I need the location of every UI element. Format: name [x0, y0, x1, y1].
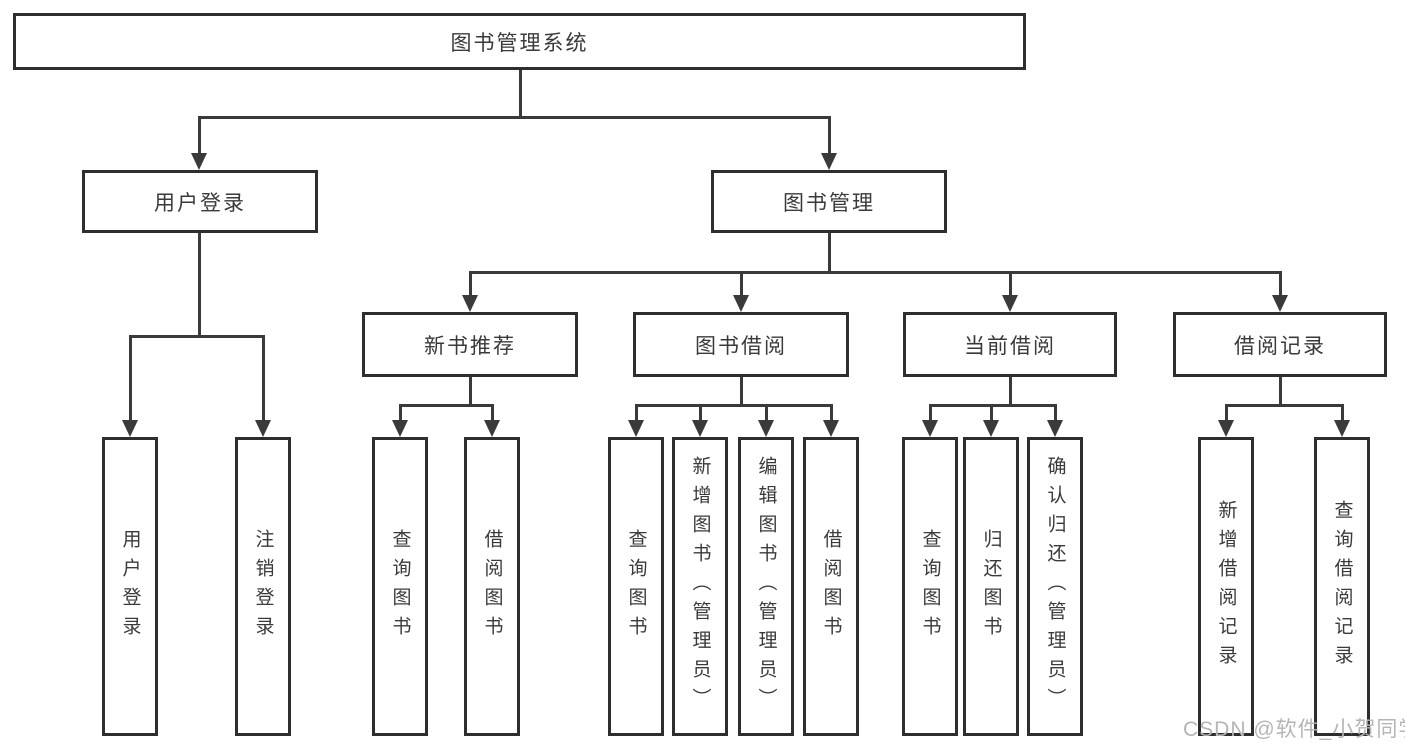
connector-user-login-branch	[129, 335, 265, 338]
connector-to-leaf-query-book-1	[399, 404, 402, 421]
connector-to-leaf-borrow-book-2	[830, 404, 833, 421]
connector-to-leaf-add-book	[699, 404, 702, 421]
connector-new-book-rec-branch	[399, 404, 494, 407]
node-label: 归还图书	[980, 528, 1002, 645]
arrowhead-leaf-borrow-book-1	[484, 420, 500, 437]
node-current-borrow: 当前借阅	[903, 312, 1117, 377]
arrowhead-leaf-query-book-3	[922, 420, 938, 437]
connector-to-leaf-query-record	[1341, 404, 1344, 421]
connector-root-branch	[198, 116, 831, 119]
connector-book-borrow-branch	[635, 404, 833, 407]
node-label: 查询图书	[625, 528, 647, 645]
node-label: 借阅图书	[820, 528, 842, 645]
node-label: 图书管理系统	[450, 31, 589, 55]
arrowhead-book-borrow	[733, 295, 749, 312]
node-label: 注销登录	[252, 528, 274, 645]
connector-borrow-records-stem	[1279, 377, 1282, 407]
connector-to-leaf-confirm-return	[1054, 404, 1057, 421]
connector-current-borrow-branch	[929, 404, 1057, 407]
connector-to-leaf-query-book-2	[635, 404, 638, 421]
connector-to-leaf-logout	[262, 335, 265, 420]
node-label: 查询图书	[389, 528, 411, 645]
node-label: 图书管理	[783, 191, 875, 215]
arrowhead-leaf-borrow-book-2	[823, 420, 839, 437]
arrowhead-leaf-logout	[255, 420, 271, 437]
arrowhead-leaf-edit-book	[758, 420, 774, 437]
connector-book-management-stem	[828, 233, 831, 274]
leaf-query-book-under-current: 查询图书	[902, 437, 958, 736]
arrowhead-current-borrow	[1002, 295, 1018, 312]
leaf-edit-book-admin: 编辑图书（管理员）	[738, 437, 794, 736]
leaf-add-borrow-record: 新增借阅记录	[1198, 437, 1254, 736]
node-label: 当前借阅	[964, 334, 1056, 358]
node-book-borrow: 图书借阅	[633, 312, 849, 377]
connector-user-login-stem	[198, 233, 201, 337]
leaf-borrow-book-under-borrow: 借阅图书	[803, 437, 859, 736]
node-label: 用户登录	[119, 528, 141, 645]
arrowhead-leaf-return-book	[983, 420, 999, 437]
node-label: 确认归还（管理员）	[1044, 456, 1066, 717]
connector-new-book-rec-stem	[469, 377, 472, 407]
leaf-query-book-under-recommend: 查询图书	[372, 437, 428, 736]
connector-to-leaf-edit-book	[765, 404, 768, 421]
connector-to-book-borrow	[740, 271, 743, 296]
arrowhead-leaf-query-record	[1334, 420, 1350, 437]
node-label: 新书推荐	[424, 334, 516, 358]
connector-book-borrow-stem	[740, 377, 743, 407]
node-label: 新增图书（管理员）	[689, 456, 711, 717]
connector-to-current-borrow	[1009, 271, 1012, 296]
connector-to-leaf-user-login	[129, 335, 132, 420]
connector-root-stem	[519, 70, 522, 117]
node-borrow-records: 借阅记录	[1173, 312, 1387, 377]
leaf-borrow-book-under-recommend: 借阅图书	[464, 437, 520, 736]
leaf-query-borrow-record: 查询借阅记录	[1314, 437, 1370, 736]
node-label: 借阅记录	[1234, 334, 1326, 358]
node-label: 新增借阅记录	[1215, 499, 1237, 674]
arrowhead-leaf-query-book-1	[392, 420, 408, 437]
connector-to-new-book-rec	[469, 271, 472, 296]
connector-to-book-management	[828, 116, 831, 154]
connector-to-leaf-borrow-book-1	[491, 404, 494, 421]
connector-current-borrow-stem	[1009, 377, 1012, 407]
connector-to-user-login	[198, 116, 201, 154]
arrowhead-borrow-records	[1272, 295, 1288, 312]
leaf-return-book: 归还图书	[963, 437, 1019, 736]
leaf-confirm-return-admin: 确认归还（管理员）	[1027, 437, 1083, 736]
arrowhead-leaf-query-book-2	[628, 420, 644, 437]
arrowhead-leaf-add-record	[1218, 420, 1234, 437]
arrowhead-book-management	[821, 153, 837, 170]
node-user-login: 用户登录	[82, 170, 318, 233]
node-label: 用户登录	[154, 191, 246, 215]
arrowhead-user-login	[191, 153, 207, 170]
leaf-query-book-under-borrow: 查询图书	[608, 437, 664, 736]
node-label: 借阅图书	[481, 528, 503, 645]
node-label: 编辑图书（管理员）	[755, 456, 777, 717]
connector-to-borrow-records	[1279, 271, 1282, 296]
node-label: 图书借阅	[695, 334, 787, 358]
arrowhead-leaf-confirm-return	[1047, 420, 1063, 437]
connector-to-leaf-add-record	[1225, 404, 1228, 421]
node-new-book-recommend: 新书推荐	[362, 312, 578, 377]
connector-to-leaf-query-book-3	[929, 404, 932, 421]
arrowhead-leaf-user-login	[122, 420, 138, 437]
connector-book-management-branch	[469, 271, 1282, 274]
connector-to-leaf-return-book	[990, 404, 993, 421]
csdn-watermark: CSDN @软件_小贺同学	[1183, 718, 1405, 741]
leaf-user-login: 用户登录	[102, 437, 158, 736]
node-library-management-system: 图书管理系统	[13, 13, 1026, 70]
node-label: 查询图书	[919, 528, 941, 645]
node-label: 查询借阅记录	[1331, 499, 1353, 674]
connector-borrow-records-branch	[1225, 404, 1344, 407]
leaf-logout-login: 注销登录	[235, 437, 291, 736]
node-book-management: 图书管理	[711, 170, 947, 233]
arrowhead-leaf-add-book	[692, 420, 708, 437]
leaf-add-book-admin: 新增图书（管理员）	[672, 437, 728, 736]
arrowhead-new-book-rec	[462, 295, 478, 312]
